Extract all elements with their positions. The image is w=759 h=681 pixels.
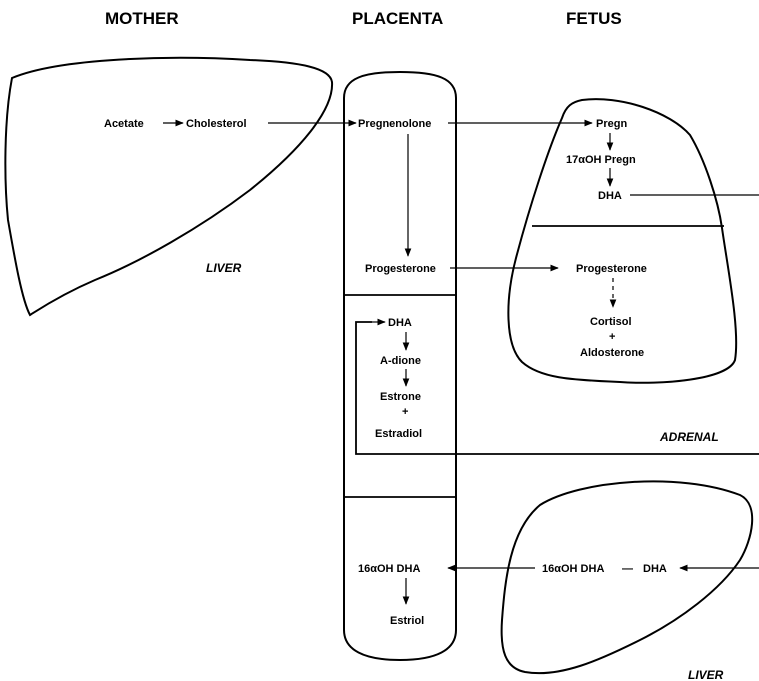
adrenal-progesterone-label: Progesterone [576,263,647,275]
placenta-dha-label: DHA [388,317,412,329]
estrone-label: Estrone [380,391,421,403]
mother-liver-shape [5,58,332,315]
oh17-pregn-label: 17αOH Pregn [566,154,636,166]
cortisol-label: Cortisol [590,316,632,328]
pregnenolone-label: Pregnenolone [358,118,431,130]
header-placenta: PLACENTA [352,9,443,28]
adione-label: A-dione [380,355,421,367]
fetus-adrenal-shape [508,99,736,383]
placenta-16oh-dha-label: 16αOH DHA [358,563,420,575]
adrenal-plus: + [609,331,615,343]
aldosterone-label: Aldosterone [580,347,644,359]
fetus-adrenal-label: ADRENAL [659,430,719,444]
cholesterol-label: Cholesterol [186,118,247,130]
acetate-label: Acetate [104,118,144,130]
header-mother: MOTHER [105,9,179,28]
placenta-plus: + [402,406,408,418]
adrenal-dha-label: DHA [598,190,622,202]
placenta-progesterone-label: Progesterone [365,263,436,275]
pregn-label: Pregn [596,118,627,130]
mother-liver-label: LIVER [206,261,242,275]
estriol-label: Estriol [390,615,424,627]
fetal-liver-dha-label: DHA [643,563,667,575]
header-fetus: FETUS [566,9,622,28]
estradiol-label: Estradiol [375,428,422,440]
fetus-liver-label: LIVER [688,668,724,681]
fetal-16oh-dha-label: 16αOH DHA [542,563,604,575]
fetus-liver-shape [502,481,753,673]
fetal-dash: — [622,563,633,575]
